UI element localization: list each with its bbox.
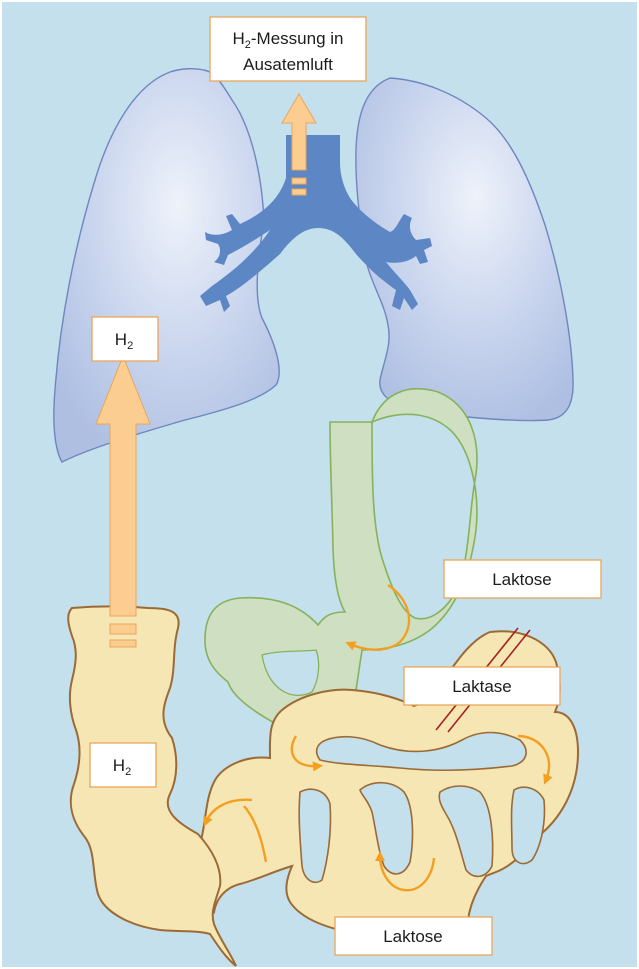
- breath-test-h: H: [232, 29, 244, 48]
- colon-h2-dash: [110, 640, 136, 647]
- colon-h2-dash: [110, 624, 136, 634]
- airway-h2-dash: [292, 189, 306, 195]
- label-lactose-intestine: Laktose: [335, 917, 492, 955]
- label-breath-test: H2-Messung in Ausatemluft: [210, 17, 366, 81]
- h2-colon-h: H: [113, 756, 125, 775]
- breath-test-rest: -Messung in: [251, 29, 344, 48]
- h2-lung-sub: 2: [127, 340, 133, 352]
- label-lactase: Laktase: [404, 667, 560, 705]
- h2-lung-h: H: [115, 330, 127, 349]
- airway-h2-dash: [292, 178, 306, 184]
- intestine-loop-gap: [299, 789, 330, 882]
- h2-colon-sub: 2: [125, 766, 131, 778]
- lactase-text: Laktase: [452, 677, 512, 696]
- breath-test-line2: Ausatemluft: [243, 55, 333, 74]
- label-lactose-stomach: Laktose: [444, 560, 601, 598]
- label-h2-colon: H2: [90, 743, 156, 787]
- lactose-intestine-text: Laktose: [383, 927, 443, 946]
- label-h2-lung: H2: [92, 317, 158, 361]
- lactose-stomach-text: Laktose: [492, 570, 552, 589]
